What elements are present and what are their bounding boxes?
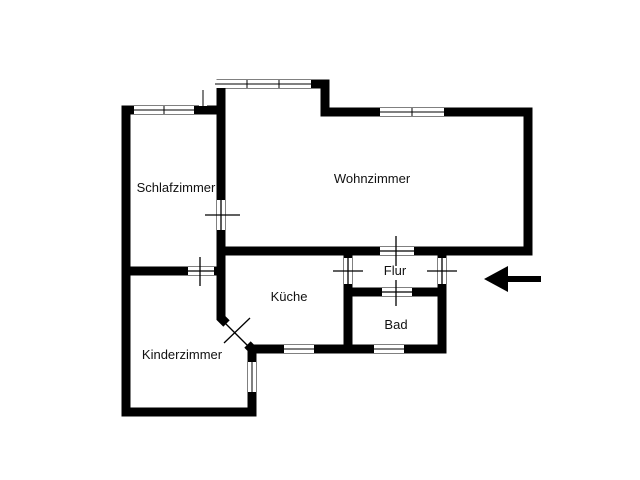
door-wohnzimmer-flur xyxy=(378,236,416,266)
window-wohnzimmer-top-left xyxy=(215,80,311,88)
door-schlafzimmer-wohnzimmer xyxy=(205,198,240,232)
doors xyxy=(186,198,457,350)
room-label-kinderzimmer: Kinderzimmer xyxy=(142,347,223,362)
window-wohnzimmer-left-stub xyxy=(199,90,207,106)
room-label-schlafzimmer: Schlafzimmer xyxy=(137,180,216,195)
windows xyxy=(134,80,444,392)
room-label-flur: Flur xyxy=(384,263,407,278)
door-kueche-kinderzimmer xyxy=(221,317,252,350)
window-bad-bottom xyxy=(374,345,404,353)
door-entrance xyxy=(427,256,457,286)
door-kueche-flur xyxy=(333,256,363,286)
door-flur-bad xyxy=(380,280,414,306)
room-label-wohnzimmer: Wohnzimmer xyxy=(334,171,411,186)
window-schlafzimmer-top xyxy=(134,106,194,114)
door-schlafzimmer-kinderzimmer xyxy=(186,257,216,286)
room-label-bad: Bad xyxy=(384,317,407,332)
window-kueche-bottom xyxy=(284,345,314,353)
window-wohnzimmer-top-right xyxy=(380,108,444,116)
window-kinderzimmer-right xyxy=(248,362,256,392)
arrow-left-icon xyxy=(484,266,541,292)
room-label-kueche: Küche xyxy=(271,289,308,304)
walls xyxy=(121,79,533,417)
